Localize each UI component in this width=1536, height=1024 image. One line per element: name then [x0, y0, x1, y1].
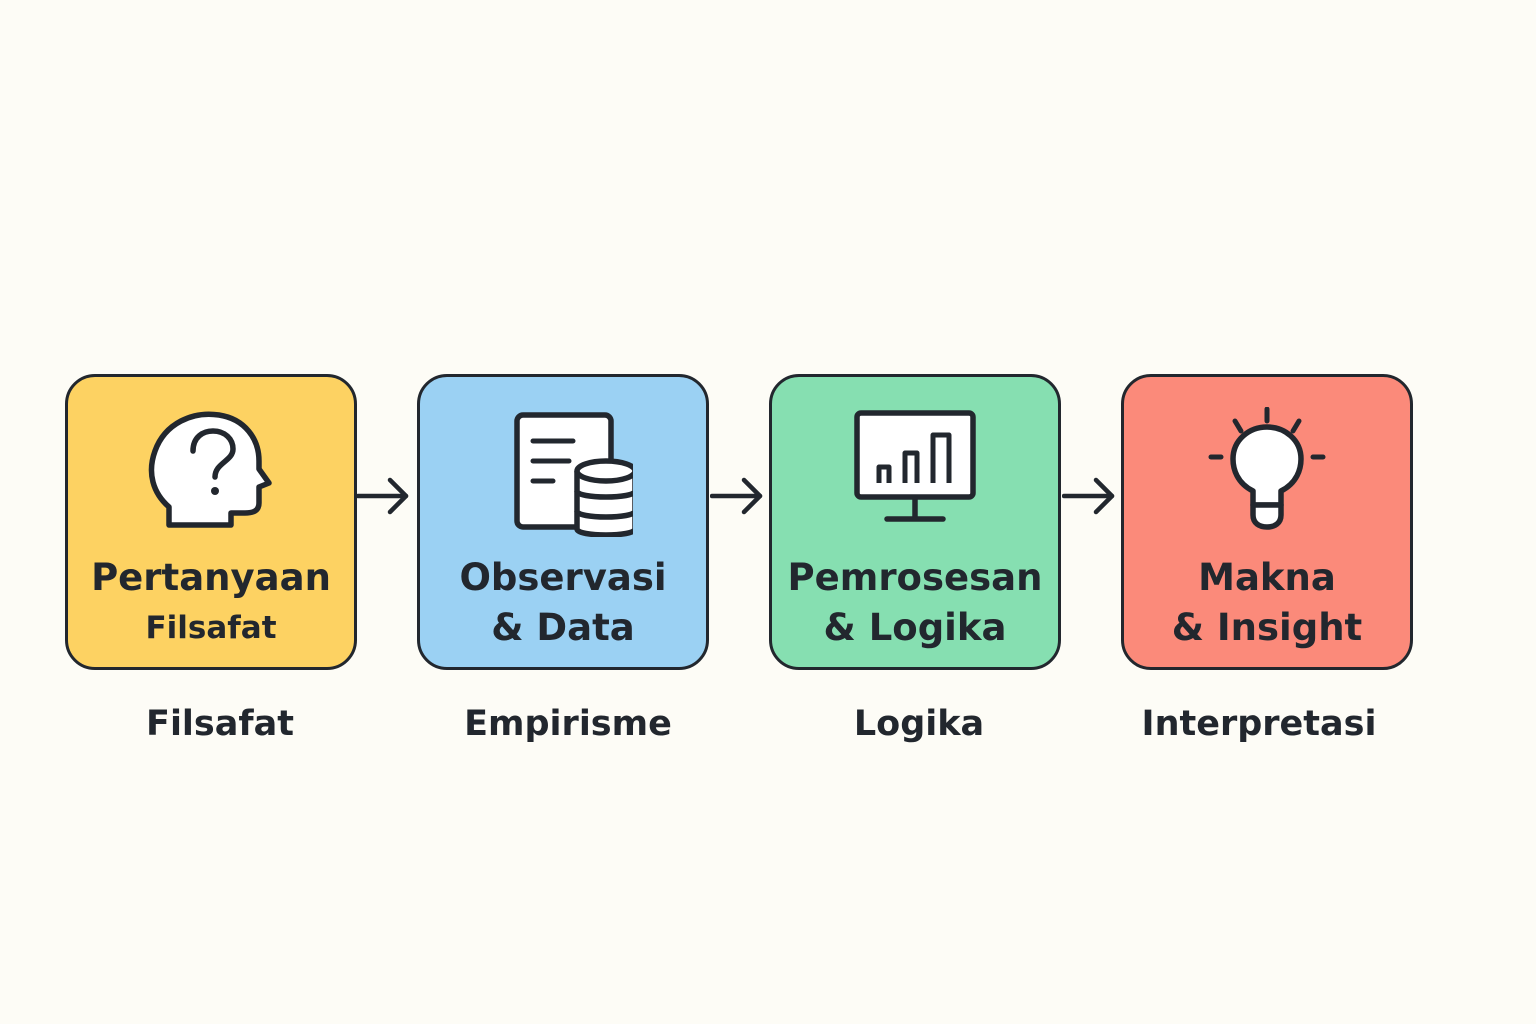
monitor-chart-icon — [845, 407, 985, 537]
step-caption-logika: Logika — [853, 704, 985, 744]
document-database-icon — [493, 407, 633, 537]
step-card-observasi: Observasi & Data — [417, 374, 709, 670]
arrow-right-icon — [1062, 474, 1118, 518]
arrow-right-icon — [710, 474, 766, 518]
head-question-icon — [141, 407, 281, 537]
step-title: Pemrosesan & Logika — [787, 556, 1043, 649]
step-caption-filsafat: Filsafat — [146, 704, 294, 744]
step-caption-empirisme: Empirisme — [464, 704, 672, 744]
lightbulb-icon — [1197, 407, 1337, 537]
step-card-makna: Makna & Insight — [1121, 374, 1413, 670]
step-caption-interpretasi: Interpretasi — [1141, 704, 1377, 744]
step-card-pemrosesan: Pemrosesan & Logika — [769, 374, 1061, 670]
step-title: Makna & Insight — [1171, 556, 1363, 649]
arrow-right-icon — [356, 474, 412, 518]
step-card-pertanyaan: Pertanyaan Filsafat — [65, 374, 357, 670]
step-title: Observasi & Data — [459, 556, 667, 649]
step-title: Pertanyaan Filsafat — [91, 556, 331, 646]
